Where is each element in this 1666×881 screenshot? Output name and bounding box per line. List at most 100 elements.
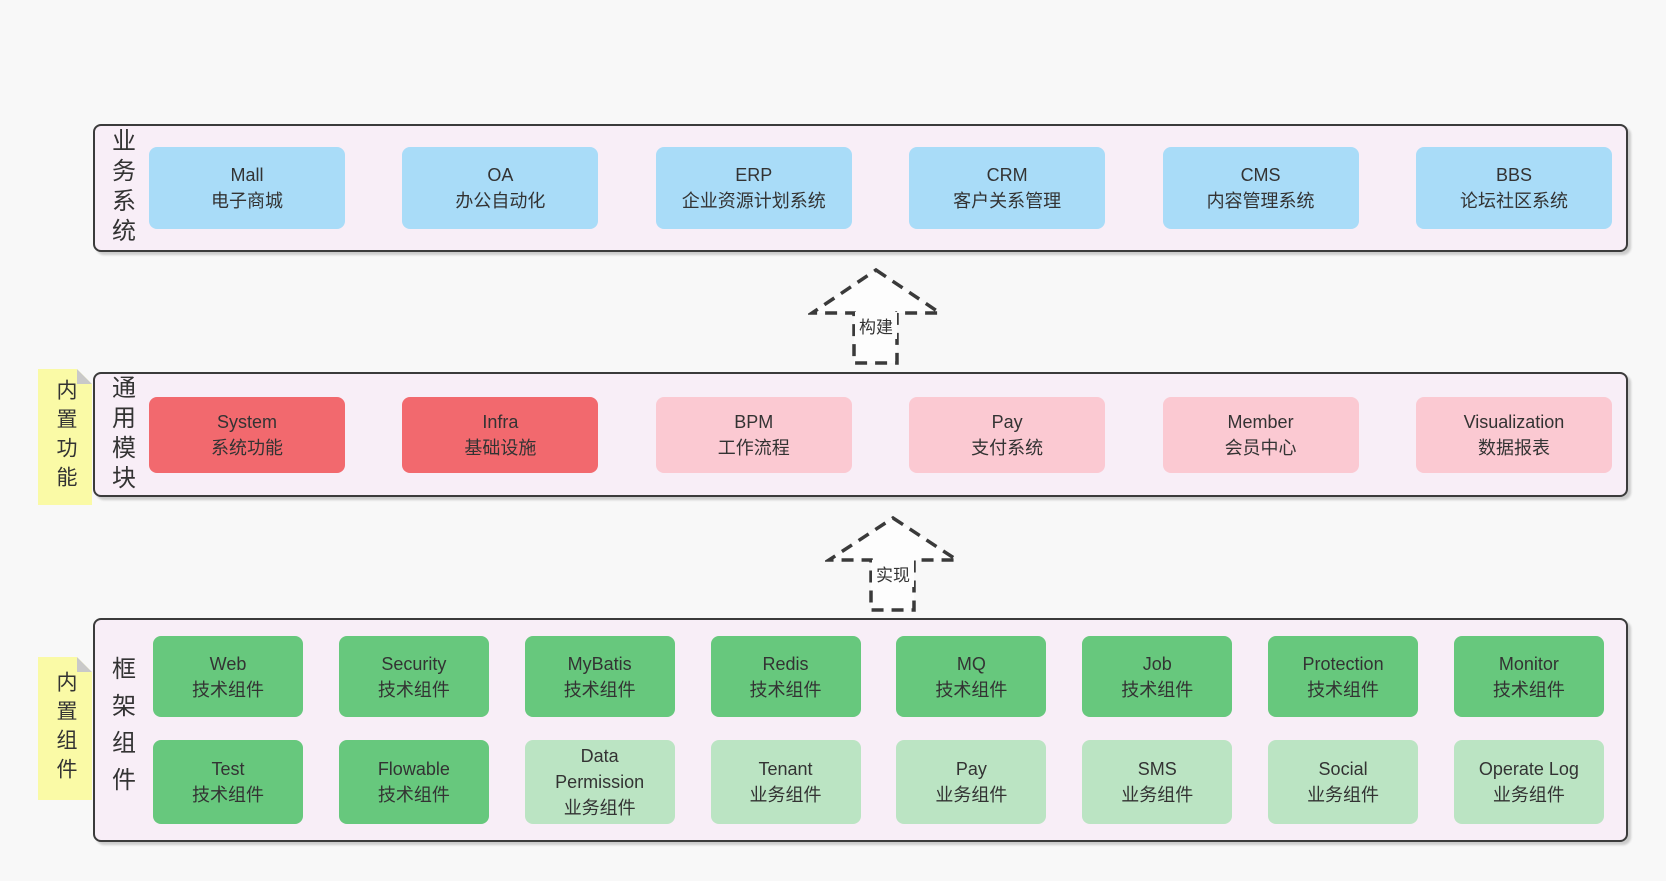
box-desc: 内容管理系统 xyxy=(1206,191,1315,211)
components-row-2: Test 技术组件 Flowable 技术组件 Data Permission … xyxy=(153,740,1604,824)
box-desc: 系统功能 xyxy=(211,437,283,458)
sticky-note-built-in-features: 内置功能 xyxy=(38,369,92,505)
box-desc: 技术组件 xyxy=(749,679,822,700)
box-name: Pay xyxy=(955,759,987,779)
box-desc: 技术组件 xyxy=(192,785,264,805)
box-desc: 电子商城 xyxy=(211,191,283,211)
box-name: Redis xyxy=(762,653,809,674)
box-mq: MQ 技术组件 xyxy=(896,636,1047,717)
box-desc: 技术组件 xyxy=(563,679,636,700)
box-desc: 业务组件 xyxy=(563,798,636,818)
box-name: BBS xyxy=(1495,165,1532,185)
box-name: Security xyxy=(381,653,447,674)
box-desc: 数据报表 xyxy=(1477,437,1550,458)
panel-framework-components: 框架组件 Web 技术组件 Security 技术组件 MyBatis 技术组件… xyxy=(93,618,1628,842)
box-desc: 业务组件 xyxy=(1121,785,1194,805)
box-name: MyBatis xyxy=(567,653,632,674)
box-social: Social 业务组件 xyxy=(1268,740,1419,824)
sticky-note-text: 内置功能 xyxy=(54,379,77,495)
box-name: Pay xyxy=(991,411,1023,432)
box-desc: 技术组件 xyxy=(1492,679,1565,700)
box-name: System xyxy=(216,411,277,432)
box-oa: OA 办公自动化 xyxy=(402,147,599,229)
box-desc: 工作流程 xyxy=(717,437,790,458)
folded-corner-icon xyxy=(77,657,92,672)
panel-business-systems: 业务系统 Mall 电子商城 OA 办公自动化 ERP 企业资源计划系统 CRM… xyxy=(93,124,1628,252)
box-name: SMS xyxy=(1137,759,1177,779)
folded-corner-icon xyxy=(77,369,92,384)
box-name: Test xyxy=(211,759,245,779)
box-security: Security 技术组件 xyxy=(338,636,489,717)
components-boxes: Web 技术组件 Security 技术组件 MyBatis 技术组件 Redi… xyxy=(147,636,1626,824)
box-data-permission: Data Permission 业务组件 xyxy=(524,740,675,824)
arrow-build: 构建 xyxy=(808,266,944,368)
box-name: OA xyxy=(487,165,514,185)
box-mybatis: MyBatis 技术组件 xyxy=(524,636,675,717)
box-name: Data Permission xyxy=(555,746,645,792)
box-pay-system: Pay 支付系统 xyxy=(909,396,1106,473)
box-bbs: BBS 论坛社区系统 xyxy=(1415,147,1612,229)
box-desc: 技术组件 xyxy=(1307,679,1380,700)
box-name: BPM xyxy=(734,411,774,432)
box-name: Mall xyxy=(230,165,264,185)
box-desc: 技术组件 xyxy=(1121,679,1194,700)
box-crm: CRM 客户关系管理 xyxy=(909,147,1106,229)
modules-boxes-row: System 系统功能 Infra 基础设施 BPM 工作流程 Pay 支付系统… xyxy=(147,396,1626,473)
box-test: Test 技术组件 xyxy=(153,740,303,824)
box-name: CRM xyxy=(986,165,1028,185)
box-web: Web 技术组件 xyxy=(153,636,303,717)
box-desc: 技术组件 xyxy=(377,679,450,700)
box-desc: 论坛社区系统 xyxy=(1459,191,1568,211)
box-desc: 技术组件 xyxy=(377,785,450,805)
box-desc: 技术组件 xyxy=(935,679,1008,700)
box-erp: ERP 企业资源计划系统 xyxy=(655,147,852,229)
box-operate-log: Operate Log 业务组件 xyxy=(1453,740,1604,824)
box-name: Operate Log xyxy=(1478,759,1579,779)
box-cms: CMS 内容管理系统 xyxy=(1162,147,1359,229)
box-protection: Protection 技术组件 xyxy=(1268,636,1419,717)
box-name: Flowable xyxy=(377,759,450,779)
box-name: CMS xyxy=(1240,165,1281,185)
components-row-1: Web 技术组件 Security 技术组件 MyBatis 技术组件 Redi… xyxy=(153,636,1604,717)
box-infra: Infra 基础设施 xyxy=(402,396,599,473)
box-bpm: BPM 工作流程 xyxy=(655,396,852,473)
box-pay-component: Pay 业务组件 xyxy=(896,740,1047,824)
arrow-build-label: 构建 xyxy=(855,312,897,339)
box-sms: SMS 业务组件 xyxy=(1082,740,1233,824)
sticky-note-text: 内置组件 xyxy=(54,670,77,787)
box-name: Web xyxy=(209,653,247,674)
box-mall: Mall 电子商城 xyxy=(149,147,345,229)
box-name: Protection xyxy=(1302,653,1384,674)
panel-modules-label: 通用模块 xyxy=(107,374,135,495)
box-desc: 支付系统 xyxy=(971,437,1044,458)
box-tenant: Tenant 业务组件 xyxy=(710,740,861,824)
sticky-note-built-in-components: 内置组件 xyxy=(38,657,92,800)
box-flowable: Flowable 技术组件 xyxy=(338,740,489,824)
box-desc: 业务组件 xyxy=(1492,785,1565,805)
box-name: Member xyxy=(1227,411,1294,432)
box-job: Job 技术组件 xyxy=(1082,636,1233,717)
panel-business-label: 业务系统 xyxy=(107,128,135,248)
box-monitor: Monitor 技术组件 xyxy=(1453,636,1604,717)
box-desc: 企业资源计划系统 xyxy=(681,191,826,211)
box-name: Social xyxy=(1318,759,1368,779)
panel-common-modules: 通用模块 System 系统功能 Infra 基础设施 BPM 工作流程 Pay… xyxy=(93,372,1628,497)
box-name: ERP xyxy=(735,165,773,185)
box-name: Visualization xyxy=(1463,411,1565,432)
box-desc: 业务组件 xyxy=(749,785,822,805)
box-name: Infra xyxy=(482,411,519,432)
business-boxes-row: Mall 电子商城 OA 办公自动化 ERP 企业资源计划系统 CRM 客户关系… xyxy=(147,147,1626,229)
box-member: Member 会员中心 xyxy=(1162,396,1359,473)
box-desc: 基础设施 xyxy=(464,437,537,458)
panel-components-label: 框架组件 xyxy=(107,656,135,804)
box-name: MQ xyxy=(956,653,986,674)
box-system: System 系统功能 xyxy=(149,396,345,473)
box-name: Monitor xyxy=(1498,653,1559,674)
box-redis: Redis 技术组件 xyxy=(710,636,861,717)
box-desc: 客户关系管理 xyxy=(953,191,1062,211)
box-name: Job xyxy=(1142,653,1172,674)
arrow-implement-label: 实现 xyxy=(872,560,914,587)
arrow-implement: 实现 xyxy=(825,514,961,614)
box-name: Tenant xyxy=(758,759,813,779)
